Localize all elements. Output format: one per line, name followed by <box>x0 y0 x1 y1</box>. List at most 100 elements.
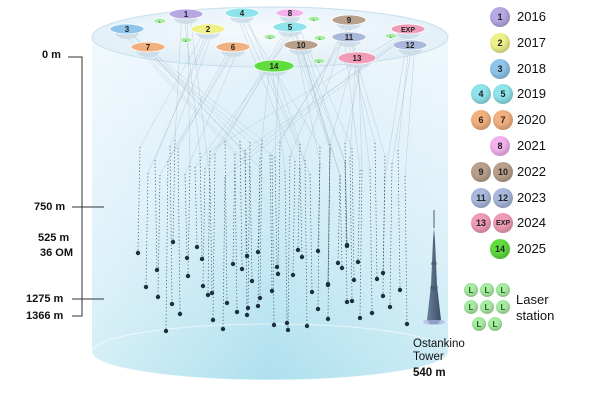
laser-disc-surface: L <box>153 18 167 24</box>
legend-row: 2 2017 <box>465 32 600 55</box>
legend-year: 2023 <box>517 189 546 205</box>
cluster-label: 6 <box>231 43 236 52</box>
laser-disc: L <box>488 317 502 331</box>
legend-year: 2017 <box>517 34 546 50</box>
legend-year: 2025 <box>517 241 546 257</box>
cluster-EXP-strings <box>205 32 413 332</box>
svg-text:L: L <box>269 35 272 40</box>
cluster-label: 3 <box>125 25 130 34</box>
svg-text:L: L <box>390 34 393 39</box>
legend-disc: 1 <box>490 7 510 27</box>
water-bottom-rim <box>91 323 449 381</box>
legend-disc: 4 <box>471 84 491 105</box>
cluster-4-disc: 4 <box>224 7 260 23</box>
legend-disc: 10 <box>493 161 513 182</box>
legend-disc: 2 <box>490 32 510 53</box>
laser-disc: L <box>496 300 510 314</box>
legend-year: 2019 <box>517 86 546 102</box>
laser-disc: L <box>480 283 494 297</box>
tower-name-line1: Ostankino <box>413 338 465 350</box>
water-cylinder-highlight <box>92 35 448 380</box>
cluster-label: 13 <box>353 54 362 63</box>
cluster-label: EXP <box>401 27 415 34</box>
om-count-label: 36 OM <box>40 247 74 259</box>
cluster-13-disc: 13 <box>337 51 377 68</box>
legend-disc: 7 <box>493 110 513 131</box>
laser-label-line2: station <box>516 308 555 323</box>
laser-disc-surface: L <box>307 16 321 22</box>
strings-layer <box>122 16 415 334</box>
cluster-6-strings <box>155 50 238 334</box>
cluster-5-strings <box>194 30 295 323</box>
legend-year: 2016 <box>517 9 546 24</box>
cluster-7-disc: 7 <box>130 41 166 57</box>
depth-label-top: 750 m <box>34 201 66 213</box>
cluster-1-strings <box>170 17 215 296</box>
cluster-1-disc: 1 <box>168 8 204 24</box>
legend-disc: 14 <box>490 239 510 260</box>
cluster-label: 4 <box>240 9 245 18</box>
cluster-8-disc: 8 <box>275 8 305 23</box>
laser-label-line1: Laser <box>516 292 549 307</box>
tower-name-line2: Tower <box>413 351 444 363</box>
svg-text:L: L <box>159 19 162 24</box>
legend-disc: 12 <box>493 187 513 208</box>
cluster-11-disc: 11 <box>331 31 367 47</box>
cluster-9-disc: 9 <box>331 14 367 30</box>
legend-disc: 3 <box>490 58 510 79</box>
cluster-4-strings <box>237 16 321 329</box>
cluster-2-disc: 2 <box>190 23 226 39</box>
string-length-label: 525 m <box>38 232 70 244</box>
laser-disc-surface: L <box>384 33 398 39</box>
cluster-label: 9 <box>347 16 352 25</box>
legend-disc: 9 <box>471 161 491 182</box>
legend-year: 2022 <box>517 163 546 179</box>
cluster-14-strings <box>255 69 301 326</box>
tower-height: 540 m <box>413 367 446 379</box>
cluster-label: 10 <box>297 41 306 50</box>
cluster-EXP-disc: EXP <box>390 23 426 39</box>
cluster-label: 14 <box>270 62 279 71</box>
cluster-12-strings <box>380 48 415 327</box>
cluster-label: 1 <box>184 10 189 19</box>
legend-disc: 6 <box>471 110 491 131</box>
cluster-3-disc: 3 <box>109 23 145 39</box>
laser-disc: L <box>472 317 486 331</box>
svg-text:L: L <box>313 17 316 22</box>
legend-disc: 11 <box>471 187 491 208</box>
depth-label-lake-bottom: 1366 m <box>26 310 64 322</box>
ostankino-tower <box>423 210 445 325</box>
svg-text:L: L <box>319 36 322 41</box>
cluster-14-disc: 14 <box>253 59 295 76</box>
cluster-label: 5 <box>288 23 293 32</box>
depth-label-surface: 0 m <box>42 49 61 61</box>
legend-row: 14 2025 <box>465 239 600 261</box>
laser-disc: L <box>480 300 494 314</box>
cluster-5-disc: 5 <box>272 21 308 37</box>
legend-disc: 5 <box>493 84 513 105</box>
depth-scale <box>68 56 104 317</box>
legend-year: 2020 <box>517 112 546 128</box>
svg-text:L: L <box>185 38 188 43</box>
cluster-label: 12 <box>406 41 415 50</box>
svg-text:L: L <box>318 59 321 64</box>
laser-disc: L <box>496 283 510 297</box>
cluster-label: 8 <box>288 9 293 18</box>
laser-disc: L <box>464 300 478 314</box>
laser-disc-surface: L <box>263 34 277 40</box>
laser-disc-surface: L <box>313 35 327 41</box>
cluster-label: 2 <box>206 25 211 34</box>
legend-disc: EXP <box>493 213 513 234</box>
legend-year: 2024 <box>517 215 546 231</box>
legend-disc: 13 <box>471 213 491 234</box>
